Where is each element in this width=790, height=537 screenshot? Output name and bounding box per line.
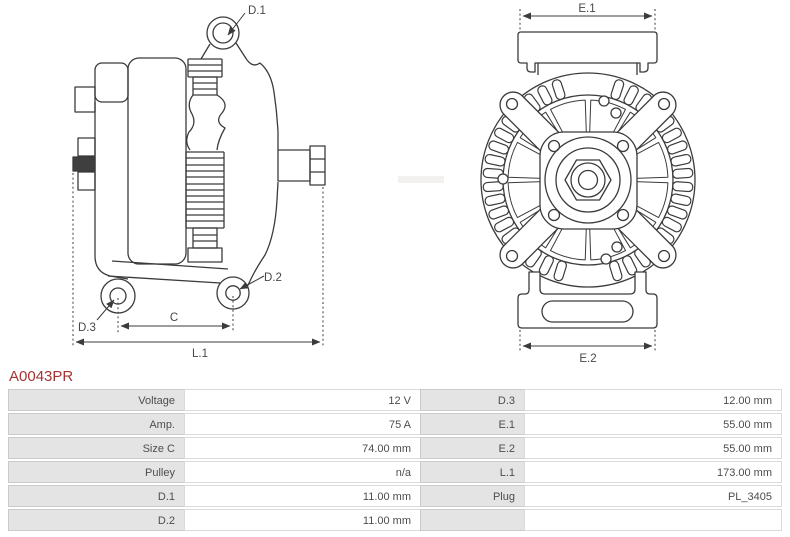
label-l1: L.1	[192, 348, 208, 360]
bracket-bolt-hole	[505, 97, 519, 111]
spec-value-cell: PL_3405	[524, 485, 782, 507]
terminal-1	[74, 86, 96, 113]
mount-slot	[541, 300, 634, 323]
spec-label-cell: D.3	[420, 389, 525, 411]
technical-drawing: D.1 D.2 D.3 C L.1	[72, 3, 696, 365]
rear-housing	[127, 57, 187, 265]
table-row: D.1 11.00 mm Plug PL_3405	[8, 485, 782, 507]
bracket-arm	[107, 260, 229, 284]
spec-value-cell: 55.00 mm	[524, 413, 782, 435]
watermark-artifact	[398, 176, 444, 183]
label-d3: D.3	[78, 322, 96, 334]
neck-bottom	[192, 227, 218, 249]
neck-bottom-ribs	[193, 234, 217, 242]
neck-top	[192, 76, 218, 96]
waist	[186, 94, 226, 151]
mount-block-top	[517, 31, 658, 73]
leader-d3	[96, 299, 115, 321]
label-d1: D.1	[248, 5, 266, 17]
shaft-nut	[564, 159, 612, 201]
ear-tangents	[200, 42, 248, 61]
side-view-dimensions: D.1 D.2 D.3 C L.1	[72, 5, 324, 360]
extension-lines	[72, 173, 324, 347]
label-d2: D.2	[264, 272, 282, 284]
spec-value-cell: n/a	[184, 461, 421, 483]
label-c: C	[170, 312, 178, 324]
terminal-2	[77, 137, 96, 157]
spec-label-cell: D.1	[8, 485, 185, 507]
table-row: Pulley n/a L.1 173.00 mm	[8, 461, 782, 483]
fins-top	[187, 58, 223, 78]
spec-value-cell: 55.00 mm	[524, 437, 782, 459]
spec-label-cell: L.1	[420, 461, 525, 483]
leader-d2	[239, 275, 265, 290]
bracket-bolt-hole	[657, 249, 671, 263]
center-hub	[539, 131, 638, 230]
spec-label-cell: Amp.	[8, 413, 185, 435]
leader-d1	[227, 12, 246, 36]
spec-value-cell	[524, 509, 782, 531]
bushing-right-outer	[216, 276, 250, 310]
label-e2: E.2	[579, 353, 596, 365]
part-number: A0043PR	[9, 368, 74, 385]
spec-value-cell: 11.00 mm	[184, 509, 421, 531]
spec-value-cell: 173.00 mm	[524, 461, 782, 483]
spec-value-cell: 74.00 mm	[184, 437, 421, 459]
fins-mid	[185, 151, 225, 229]
hub-bolt-hole	[547, 139, 561, 153]
hub-bolt-hole	[616, 139, 630, 153]
terminal-3	[72, 156, 96, 172]
extension-lines	[519, 9, 656, 352]
side-view	[72, 16, 326, 314]
bushing-right-inner	[225, 285, 241, 301]
spec-label-cell: E.2	[420, 437, 525, 459]
base-plate	[187, 247, 223, 263]
spec-label-cell: Voltage	[8, 389, 185, 411]
table-row: Size C 74.00 mm E.2 55.00 mm	[8, 437, 782, 459]
rear-cover	[94, 62, 129, 103]
mount-block-top-neck	[537, 63, 638, 75]
hub-bolt-hole	[547, 208, 561, 222]
ear-hole-outer	[206, 16, 240, 50]
shaft	[277, 149, 311, 182]
bracket-bolt-hole	[657, 97, 671, 111]
spec-label-cell: Size C	[8, 437, 185, 459]
housing-holes	[497, 95, 623, 265]
bracket-bolt-hole	[505, 249, 519, 263]
spec-label-cell	[420, 509, 525, 531]
front-housing	[221, 59, 279, 292]
table-row: D.2 11.00 mm	[8, 509, 782, 531]
spec-value-cell: 12 V	[184, 389, 421, 411]
table-row: Amp. 75 A E.1 55.00 mm	[8, 413, 782, 435]
neck-top-ribs	[193, 82, 217, 90]
spec-label-cell: Pulley	[8, 461, 185, 483]
shaft-end	[309, 145, 326, 186]
spec-label-cell: Plug	[420, 485, 525, 507]
spec-table: Voltage 12 V D.3 12.00 mm Amp. 75 A E.1 …	[8, 389, 782, 531]
rear-housing-edge	[94, 102, 129, 280]
spec-value-cell: 75 A	[184, 413, 421, 435]
spec-label-cell: E.1	[420, 413, 525, 435]
shaft-center	[577, 169, 599, 191]
front-view-dimensions: E.1 E.2	[519, 3, 656, 365]
spec-value-cell: 12.00 mm	[524, 389, 782, 411]
hub-bolt-hole	[616, 208, 630, 222]
shaft-end-flats	[310, 158, 325, 173]
label-e1: E.1	[578, 3, 595, 15]
spec-value-cell: 11.00 mm	[184, 485, 421, 507]
front-view	[480, 31, 696, 329]
terminal-4	[77, 171, 96, 191]
spec-label-cell: D.2	[8, 509, 185, 531]
table-row: Voltage 12 V D.3 12.00 mm	[8, 389, 782, 411]
